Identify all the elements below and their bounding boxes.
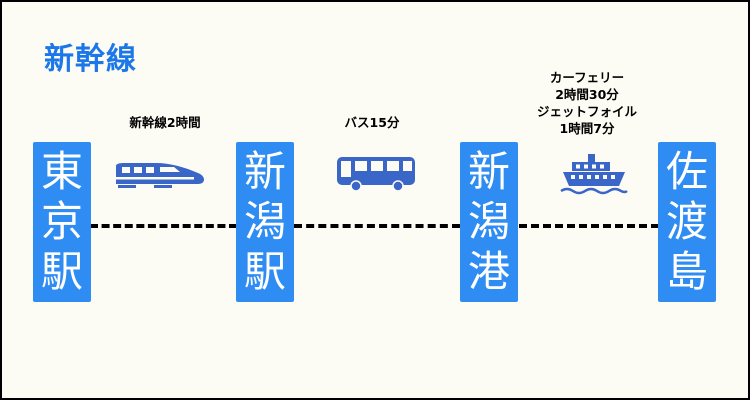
route-line-segment xyxy=(90,224,237,228)
station-char: 新 xyxy=(243,147,286,196)
bus-icon xyxy=(337,157,415,191)
leg-label-bus: バス15分 xyxy=(312,114,432,131)
station-char: 新 xyxy=(467,147,510,196)
leg-label-line: 新幹線2時間 xyxy=(129,115,201,130)
station-char: 駅 xyxy=(40,247,83,296)
station-char: 渡 xyxy=(665,197,708,246)
station-char: 東 xyxy=(40,147,83,196)
station-char: 島 xyxy=(665,247,708,296)
route-line-segment xyxy=(294,224,460,228)
leg-label-line: カーフェリー xyxy=(549,70,625,85)
station-sado-island: 佐 渡 島 xyxy=(658,142,716,302)
leg-label-ferry: カーフェリー 2時間30分 ジェットフォイル 1時間7分 xyxy=(522,69,652,137)
leg-label-line: バス15分 xyxy=(344,115,400,130)
station-niigata-port: 新 潟 港 xyxy=(460,142,518,302)
station-char: 潟 xyxy=(243,197,286,246)
station-char: 京 xyxy=(40,197,83,246)
route-line-segment xyxy=(519,224,659,228)
leg-label-shinkansen: 新幹線2時間 xyxy=(102,114,228,131)
leg-label-line: ジェットフォイル xyxy=(536,104,637,119)
diagram-title: 新幹線 xyxy=(44,42,137,77)
station-niigata: 新 潟 駅 xyxy=(236,142,294,302)
station-char: 駅 xyxy=(243,247,286,296)
station-char: 港 xyxy=(467,247,510,296)
station-char: 佐 xyxy=(665,147,708,196)
station-tokyo: 東 京 駅 xyxy=(33,142,91,302)
leg-label-line: 2時間30分 xyxy=(555,87,619,102)
ferry-icon xyxy=(560,154,628,195)
bullet-train-icon xyxy=(116,163,204,188)
leg-label-line: 1時間7分 xyxy=(559,121,615,136)
station-char: 潟 xyxy=(467,197,510,246)
